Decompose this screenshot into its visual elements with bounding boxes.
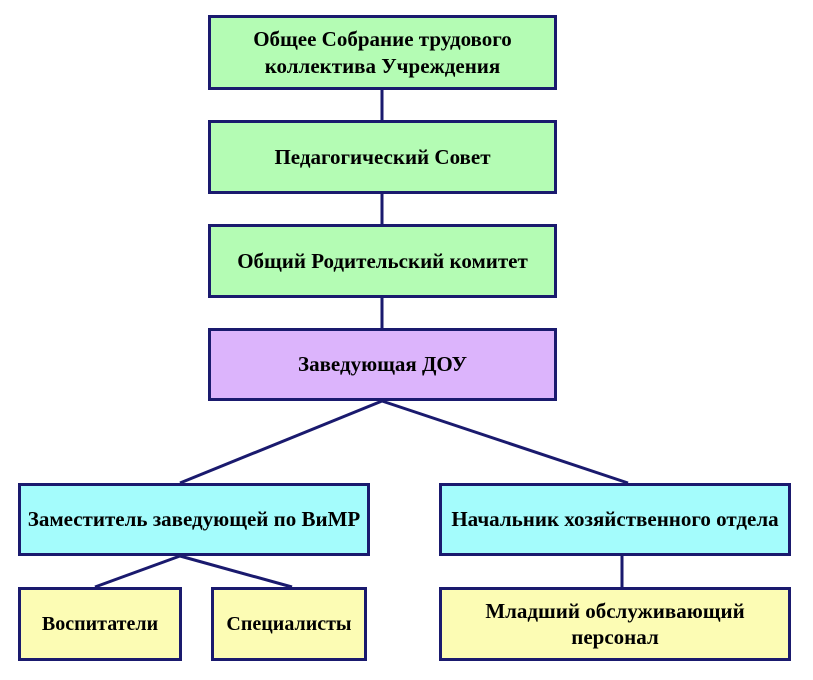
node-educators: Воспитатели [18, 587, 182, 661]
edge-head-supply [381, 399, 629, 485]
node-parent-committee: Общий Родительский комитет [208, 224, 557, 298]
node-specialists: Специалисты [211, 587, 367, 661]
node-junior-staff: Младший обслуживающий персонал [439, 587, 791, 661]
node-label: Общее Собрание трудового коллектива Учре… [253, 27, 512, 78]
node-supply-head: Начальник хозяйственного отдела [439, 483, 791, 556]
node-label: Заместитель заведующей по ВиМР [27, 507, 361, 532]
node-label: Педагогический Совет [274, 144, 491, 169]
node-deputy-head: Заместитель заведующей по ВиМР [18, 483, 370, 556]
node-general-assembly: Общее Собрание трудового коллектива Учре… [208, 15, 557, 90]
node-pedagogical-council: Педагогический Совет [208, 120, 557, 194]
node-label: Специалисты [226, 612, 352, 635]
edge-deputy-specialists [179, 554, 293, 589]
edge-deputy-educators [94, 554, 181, 589]
node-label: Воспитатели [41, 612, 159, 635]
edge-head-deputy [179, 399, 383, 485]
node-label: Начальник хозяйственного отдела [451, 507, 779, 532]
node-label: Младший обслуживающий персонал [485, 598, 745, 649]
node-head: Заведующая ДОУ [208, 328, 557, 401]
node-label: Заведующая ДОУ [298, 352, 467, 377]
node-label: Общий Родительский комитет [237, 248, 528, 273]
